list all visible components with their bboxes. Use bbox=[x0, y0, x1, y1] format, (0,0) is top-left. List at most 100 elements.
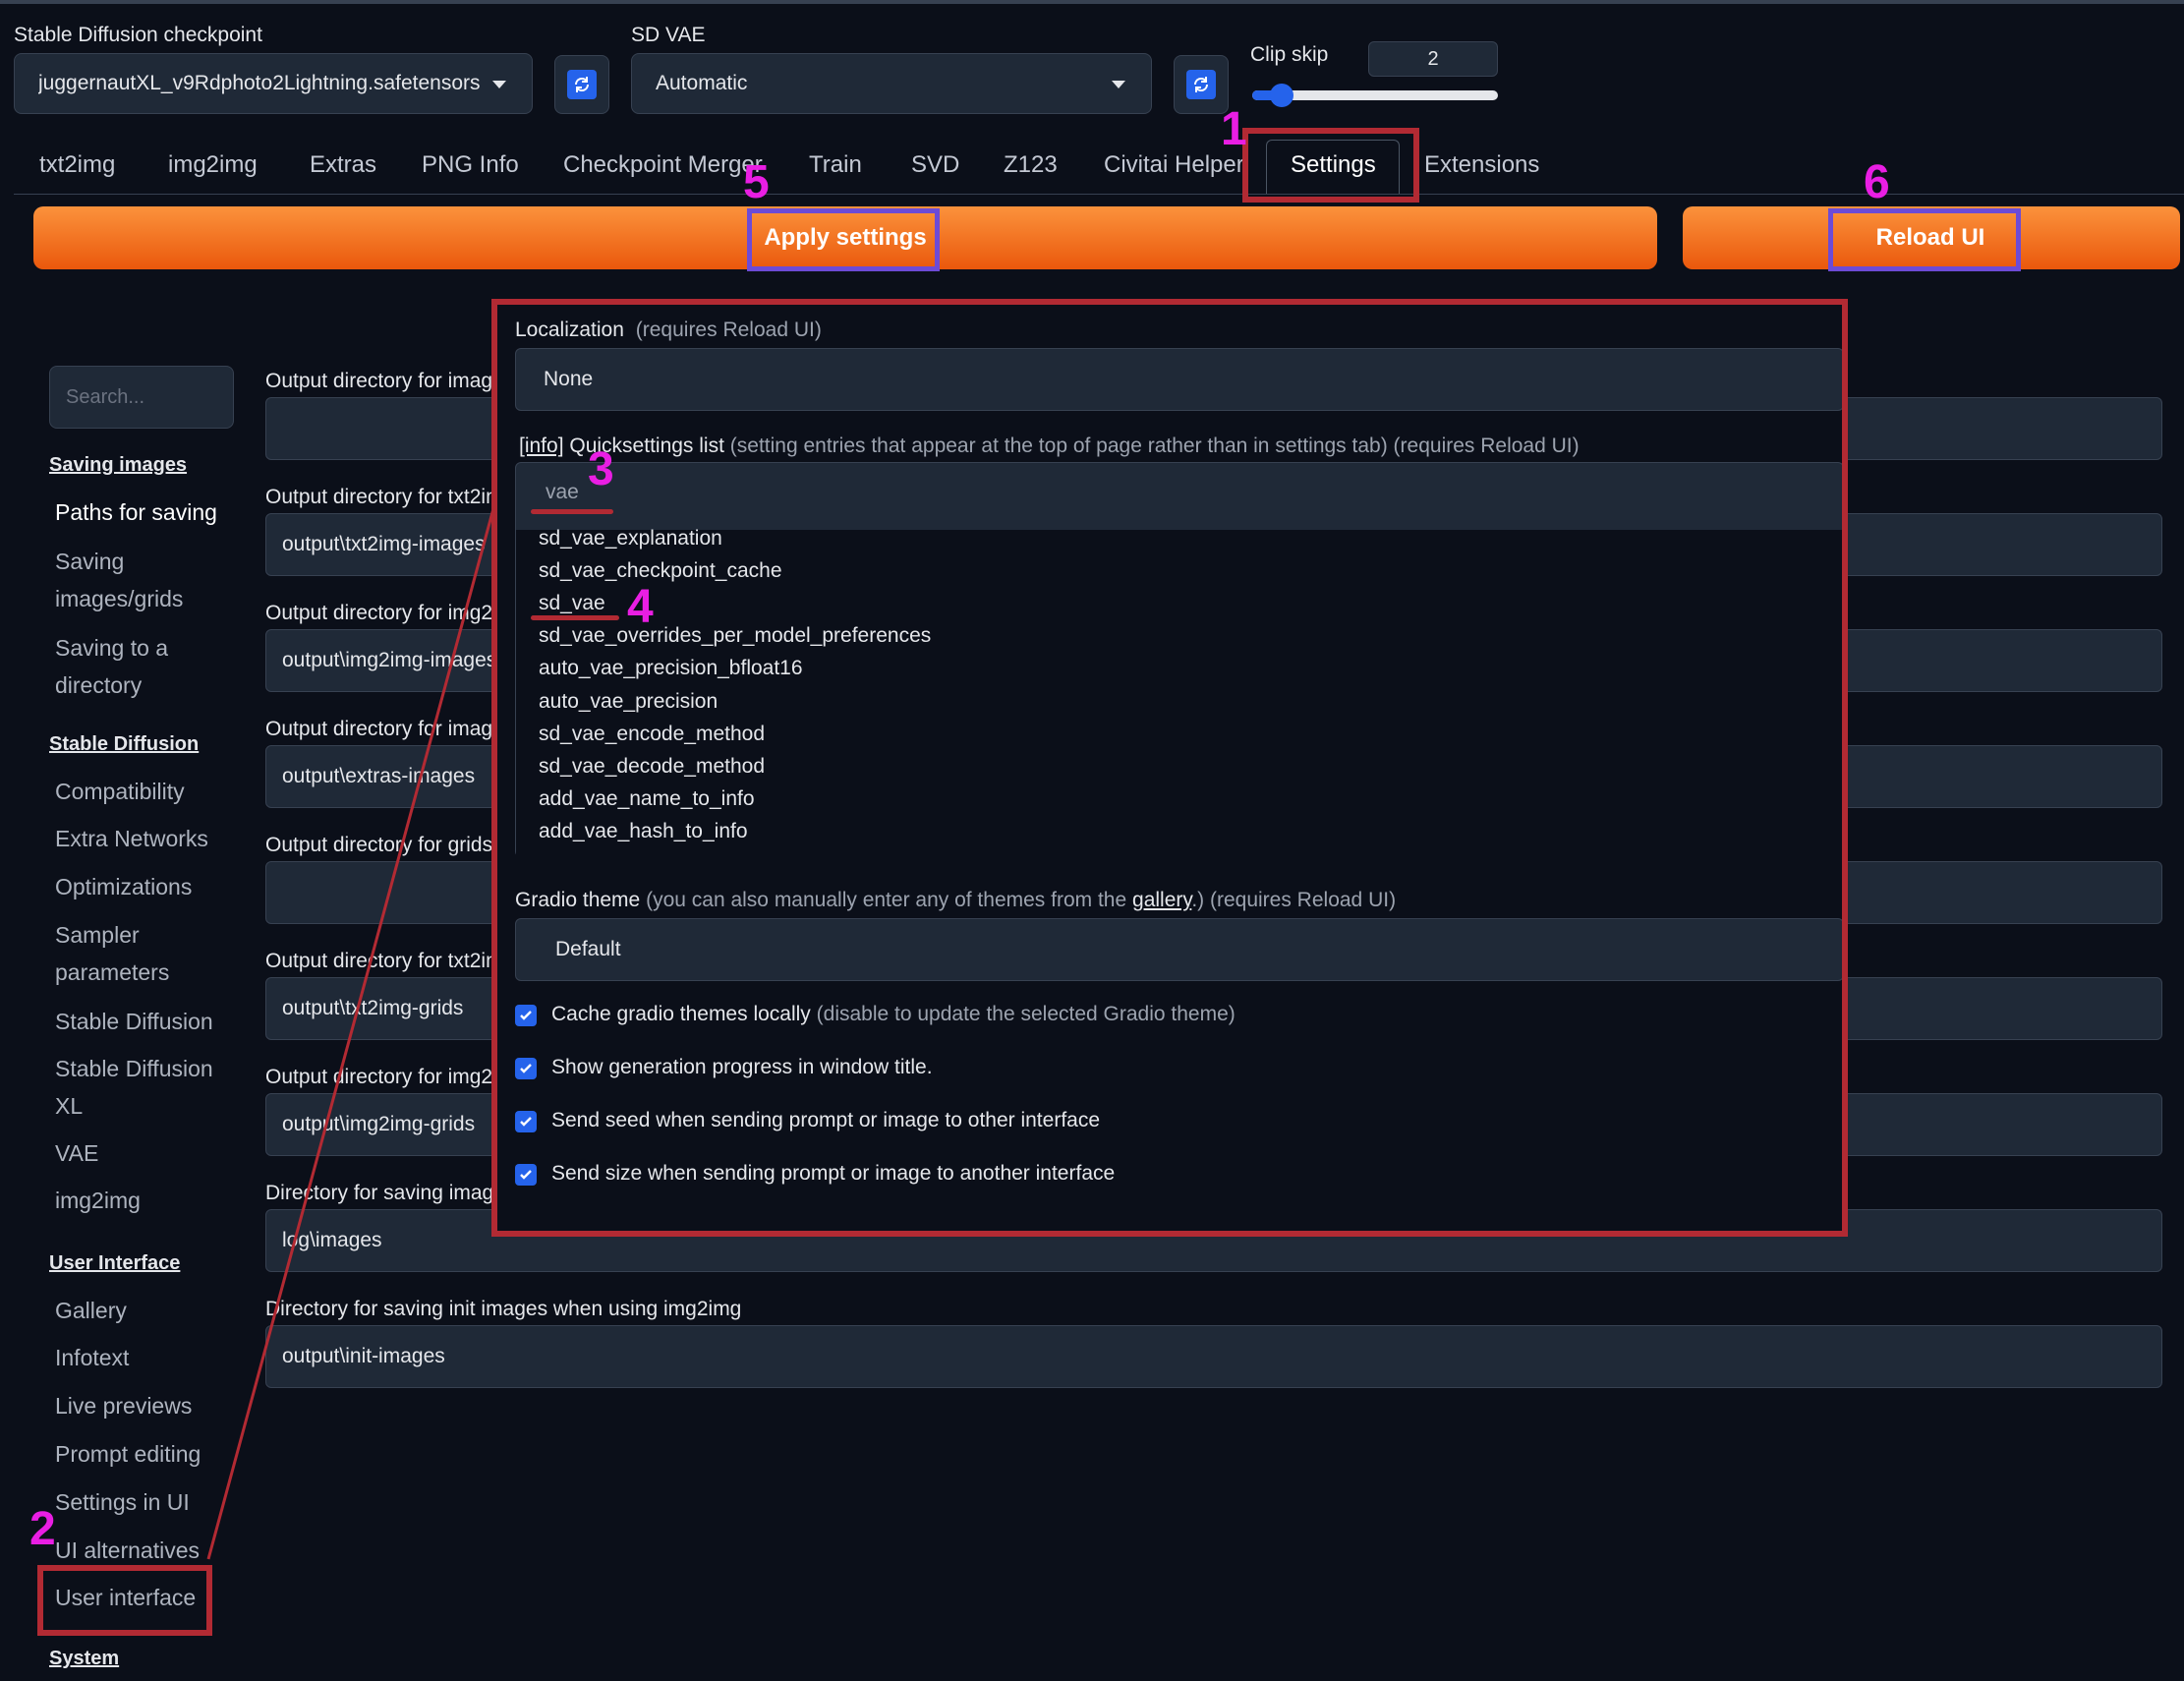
sidebar-item-extra-networks[interactable]: Extra Networks bbox=[55, 826, 208, 851]
option-sd-vae-explanation[interactable]: sd_vae_explanation bbox=[539, 527, 722, 550]
sidebar-item-img2img[interactable]: img2img bbox=[55, 1188, 141, 1213]
annotation-number-5: 5 bbox=[743, 156, 770, 208]
gradio-theme-gallery-link[interactable]: gallery bbox=[1132, 889, 1192, 911]
tab-txt2img[interactable]: txt2img bbox=[39, 151, 116, 178]
search-placeholder: Search... bbox=[66, 385, 145, 408]
gradio-theme-note-a: (you can also manually enter any of them… bbox=[646, 889, 1127, 911]
sidebar-item-sampler-parameters[interactable]: Sampler parameters bbox=[55, 922, 170, 985]
clip-skip-slider[interactable] bbox=[1252, 84, 1498, 107]
annotation-number-3: 3 bbox=[588, 443, 614, 495]
clip-skip-handle[interactable] bbox=[1269, 84, 1293, 107]
settings-search-input[interactable]: Search... bbox=[49, 366, 234, 429]
sidebar-item-ui-alternatives[interactable]: UI alternatives bbox=[55, 1537, 201, 1563]
sidebar-item-live-previews[interactable]: Live previews bbox=[55, 1393, 193, 1419]
checkbox-send-size[interactable] bbox=[515, 1164, 537, 1186]
sidebar-heading-saving-images[interactable]: Saving images bbox=[49, 454, 188, 476]
gradio-theme-dropdown[interactable]: Default bbox=[515, 918, 1844, 981]
checkbox-label-cache-gradio-themes: Cache gradio themes locally (disable to … bbox=[551, 1003, 1236, 1026]
tab-extensions[interactable]: Extensions bbox=[1424, 151, 1540, 178]
tab-extras[interactable]: Extras bbox=[310, 151, 377, 178]
sidebar-item-stable-diffusion-xl[interactable]: Stable Diffusion XL bbox=[55, 1056, 213, 1119]
quicksettings-note: (setting entries that appear at the top … bbox=[729, 435, 1580, 457]
check-icon bbox=[520, 1117, 532, 1127]
sidebar-item-paths-for-saving[interactable]: Paths for saving bbox=[55, 499, 217, 525]
option-sd-vae-checkpoint-cache[interactable]: sd_vae_checkpoint_cache bbox=[539, 559, 782, 582]
option-sd-vae-overrides[interactable]: sd_vae_overrides_per_model_preferences bbox=[539, 624, 932, 647]
reload-ui-bar[interactable] bbox=[1683, 206, 2180, 269]
checkbox-show-progress-title[interactable] bbox=[515, 1058, 537, 1079]
sd-vae-label: SD VAE bbox=[631, 24, 706, 46]
annotation-number-4: 4 bbox=[627, 581, 654, 633]
localization-label-row: Localization (requires Reload UI) bbox=[515, 319, 822, 342]
sidebar-item-prompt-editing[interactable]: Prompt editing bbox=[55, 1441, 201, 1467]
clip-skip-input[interactable]: 2 bbox=[1368, 41, 1498, 77]
check-icon bbox=[520, 1064, 532, 1073]
sidebar-item-stable-diffusion[interactable]: Stable Diffusion bbox=[55, 1009, 213, 1034]
checkbox-send-seed[interactable] bbox=[515, 1111, 537, 1132]
checkpoint-label: Stable Diffusion checkpoint bbox=[14, 24, 262, 46]
sidebar-item-gallery[interactable]: Gallery bbox=[55, 1298, 127, 1323]
annotation-panel-highlight bbox=[491, 299, 1848, 1237]
quicksettings-label-row: [info] Quicksettings list (setting entri… bbox=[519, 435, 1580, 458]
chevron-down-icon bbox=[1112, 81, 1125, 88]
reload-ui-button[interactable]: Reload UI bbox=[1875, 224, 1985, 251]
gradio-theme-label: Gradio theme bbox=[515, 889, 641, 911]
option-auto-vae-precision-bfloat16[interactable]: auto_vae_precision_bfloat16 bbox=[539, 657, 803, 679]
cache-themes-label: Cache gradio themes locally bbox=[551, 1003, 811, 1025]
checkbox-cache-gradio-themes[interactable] bbox=[515, 1005, 537, 1026]
gradio-theme-note-b: .) (requires Reload UI) bbox=[1191, 889, 1397, 911]
apply-settings-button[interactable]: Apply settings bbox=[764, 224, 927, 251]
option-add-vae-hash-to-info[interactable]: add_vae_hash_to_info bbox=[539, 820, 748, 842]
path-field-init-images[interactable]: output\init-images bbox=[265, 1325, 2162, 1388]
tab-z123[interactable]: Z123 bbox=[1004, 151, 1058, 178]
tab-svd[interactable]: SVD bbox=[911, 151, 960, 178]
check-icon bbox=[520, 1011, 532, 1020]
quicksettings-search-input[interactable]: vae bbox=[546, 481, 579, 503]
sidebar-item-settings-in-ui[interactable]: Settings in UI bbox=[55, 1489, 190, 1515]
clip-skip-fill bbox=[1252, 90, 1282, 100]
tab-settings-frame bbox=[1266, 140, 1400, 195]
option-sd-vae[interactable]: sd_vae bbox=[539, 592, 605, 614]
quicksettings-info-link[interactable]: [info] bbox=[519, 435, 564, 457]
cache-themes-note: (disable to update the selected Gradio t… bbox=[816, 1003, 1236, 1025]
check-icon bbox=[520, 1170, 532, 1180]
option-sd-vae-decode-method[interactable]: sd_vae_decode_method bbox=[539, 755, 766, 778]
refresh-icon bbox=[1186, 70, 1216, 99]
annotation-reload-highlight bbox=[1828, 208, 2021, 271]
sd-vae-dropdown[interactable]: Automatic bbox=[631, 53, 1152, 114]
tab-png-info[interactable]: PNG Info bbox=[422, 151, 519, 178]
option-add-vae-name-to-info[interactable]: add_vae_name_to_info bbox=[539, 787, 755, 810]
tab-settings[interactable]: Settings bbox=[1291, 151, 1376, 178]
sidebar-item-optimizations[interactable]: Optimizations bbox=[55, 874, 193, 899]
tab-checkpoint-merger[interactable]: Checkpoint Merger bbox=[563, 151, 763, 178]
sidebar-item-infotext[interactable]: Infotext bbox=[55, 1345, 130, 1370]
localization-label: Localization bbox=[515, 319, 624, 341]
sidebar-item-saving-to-directory[interactable]: Saving to a directory bbox=[55, 635, 169, 698]
annotation-user-interface-highlight bbox=[37, 1565, 212, 1636]
quicksettings-options-list bbox=[516, 530, 1845, 864]
option-auto-vae-precision[interactable]: auto_vae_precision bbox=[539, 690, 718, 713]
sidebar-heading-user-interface[interactable]: User Interface bbox=[49, 1252, 181, 1274]
quicksettings-multiselect[interactable]: vae bbox=[515, 462, 1845, 864]
refresh-vae-button[interactable] bbox=[1174, 55, 1229, 114]
sidebar-heading-system[interactable]: System bbox=[49, 1648, 120, 1669]
sd-vae-value: Automatic bbox=[656, 72, 748, 94]
sidebar-item-user-interface[interactable]: User interface bbox=[55, 1585, 197, 1610]
sidebar-heading-stable-diffusion[interactable]: Stable Diffusion bbox=[49, 733, 200, 755]
sidebar-item-saving-images-grids[interactable]: Saving images/grids bbox=[55, 549, 184, 611]
checkpoint-dropdown[interactable]: juggernautXL_v9Rdphoto2Lightning.safeten… bbox=[14, 53, 533, 114]
path-label-init-images: Directory for saving init images when us… bbox=[265, 1298, 742, 1320]
localization-dropdown[interactable]: None bbox=[515, 348, 1844, 411]
window-top-border bbox=[0, 0, 2184, 4]
tab-civitai-helper[interactable]: Civitai Helper bbox=[1104, 151, 1244, 178]
tab-img2img[interactable]: img2img bbox=[168, 151, 258, 178]
localization-value: None bbox=[544, 368, 594, 390]
sidebar-item-compatibility[interactable]: Compatibility bbox=[55, 779, 185, 804]
annotation-number-2: 2 bbox=[29, 1503, 56, 1555]
refresh-checkpoint-button[interactable] bbox=[554, 55, 609, 114]
sidebar-item-vae[interactable]: VAE bbox=[55, 1140, 99, 1166]
option-sd-vae-encode-method[interactable]: sd_vae_encode_method bbox=[539, 723, 766, 745]
apply-settings-bar[interactable] bbox=[33, 206, 1657, 269]
tab-train[interactable]: Train bbox=[809, 151, 862, 178]
